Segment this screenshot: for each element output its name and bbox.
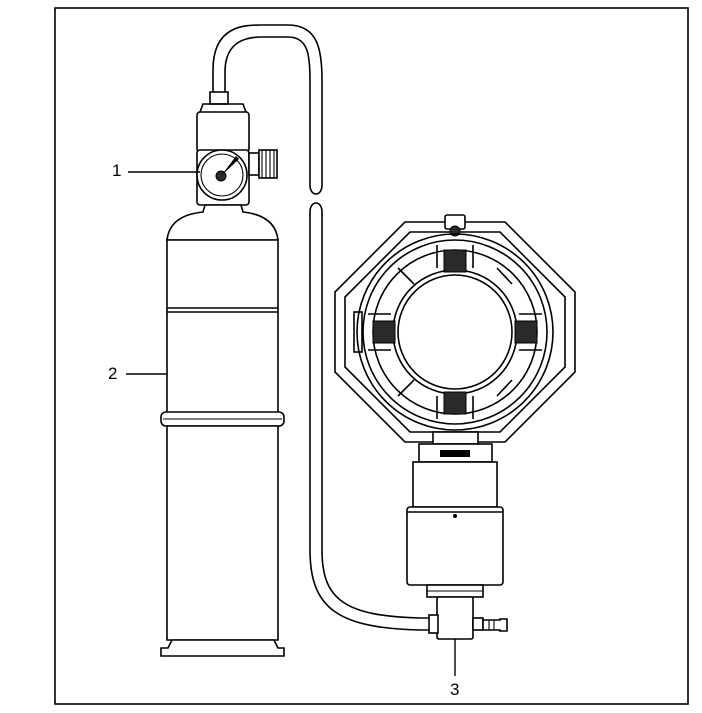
callout-1: 1 xyxy=(112,161,200,180)
gas-cylinder xyxy=(160,103,285,657)
callout-label-1: 1 xyxy=(112,161,121,180)
flow-adapter xyxy=(428,596,508,640)
callout-label-3: 3 xyxy=(450,680,459,699)
callout-3: 3 xyxy=(450,639,459,699)
callout-2: 2 xyxy=(108,364,167,383)
gas-detector xyxy=(334,214,576,640)
pressure-gauge xyxy=(196,149,248,201)
regulator-knob xyxy=(258,149,278,179)
gas-tubing xyxy=(209,24,430,631)
callout-label-2: 2 xyxy=(108,364,117,383)
